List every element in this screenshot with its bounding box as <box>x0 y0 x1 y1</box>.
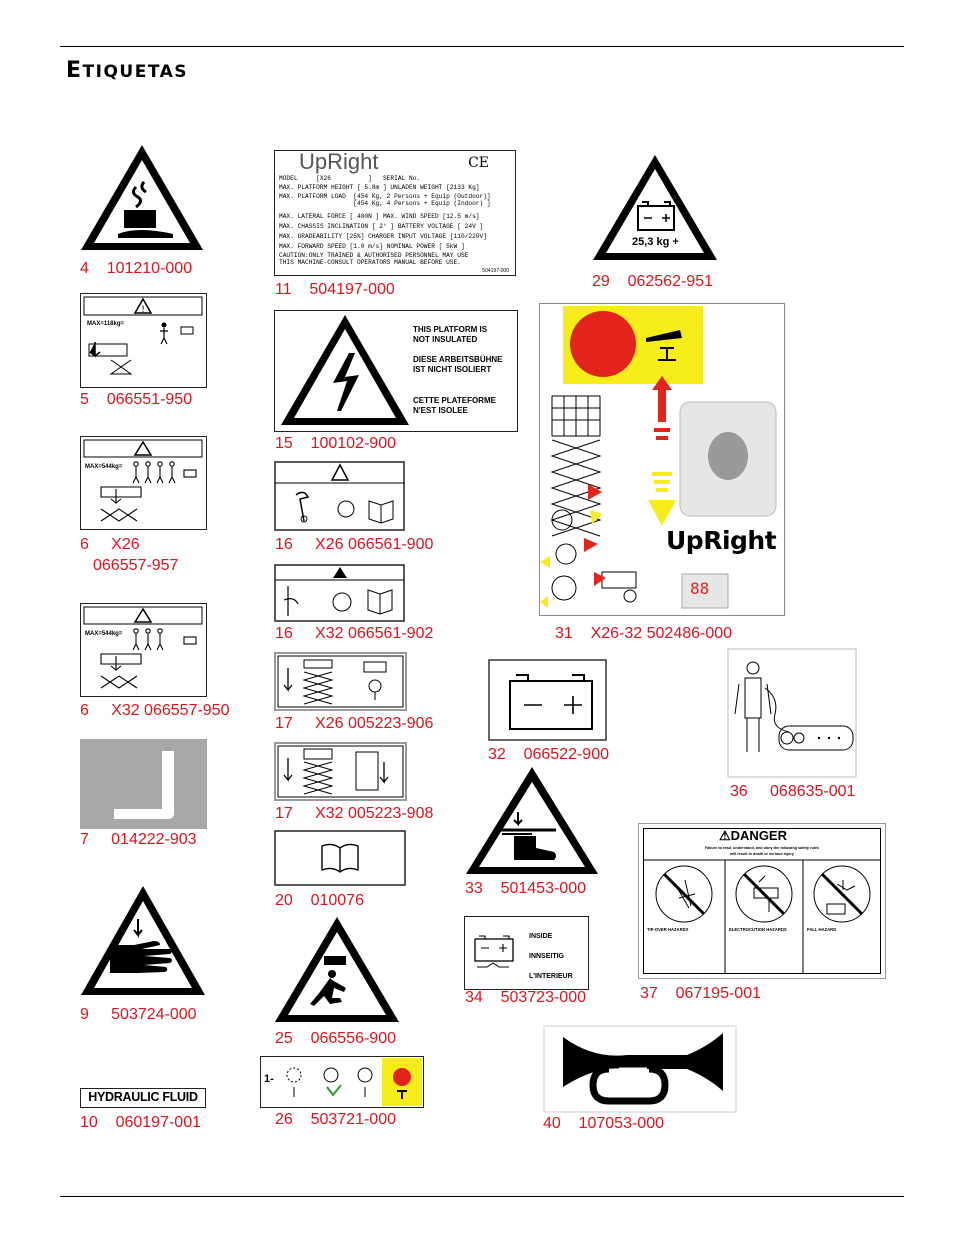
decal-15-label: 15 100102-900 <box>275 435 396 452</box>
decal-11-brand: UpRight <box>299 149 379 174</box>
decal-17-x32-lowering <box>274 742 407 801</box>
decal-15-fr-line2: N'EST ISOLEE <box>413 406 468 415</box>
decal-15-de-line1: DIESE ARBEITSBÜHNE <box>413 355 503 364</box>
decal-11-serial-plate: UpRight CE MODEL [X26 ] SERIAL No. MAX. … <box>274 149 516 276</box>
decal-26-step-number: 1- <box>264 1073 274 1085</box>
decal-15-de-line2: IST NICHT ISOLIERT <box>413 365 492 374</box>
decal-5-max-text: MAX=118kg= <box>87 321 125 327</box>
decal-9-crush-hand-triangle <box>81 886 205 995</box>
decal-34-line1: INSIDE <box>529 933 553 940</box>
decal-37-inner-border <box>643 828 881 974</box>
decal-36-harness-lanyard <box>727 648 857 778</box>
plate-row: [454 Kg, 4 Persons + Equip (Indoor) ] <box>279 200 491 207</box>
plate-row: MAX. CHASSIS INCLINATION [ 2° ] BATTERY … <box>279 223 484 230</box>
plate-row: MAX. LATERAL FORCE [ 400N ] MAX. WIND SP… <box>279 213 480 220</box>
plate-row: CAUTION:ONLY TRAINED & AUTHORISED PERSON… <box>279 252 469 259</box>
decal-37-label: 37 067195-001 <box>640 985 761 1002</box>
decal-6-x26-label: 6 X26 <box>80 536 140 553</box>
plate-row: MODEL [X26 ] SERIAL No. <box>279 175 421 182</box>
plate-row: MAX. PLATFORM HEIGHT [ 5.8m ] UNLADEN WE… <box>279 184 480 191</box>
decal-17-x26-lowering <box>274 652 407 711</box>
decal-32-battery <box>488 659 607 741</box>
decal-20-label: 20 010076 <box>275 892 364 909</box>
decal-36-label: 36 068635-001 <box>730 783 856 800</box>
decal-34-line3: L'INTERIEUR <box>529 973 573 980</box>
decal-11-plate-code: 504197-000 <box>482 268 509 274</box>
decal-5-max-load: ! MAX=118kg= <box>80 293 207 388</box>
decal-37-danger-word: DANGER <box>730 828 787 843</box>
decal-37-haz1: TIP-OVER HAZARDS <box>647 927 689 932</box>
decal-31-label: 31 X26-32 502486-000 <box>555 625 733 642</box>
decal-26-label: 26 503721-000 <box>275 1111 396 1128</box>
warning-icon: ⚠ <box>719 828 731 843</box>
decal-16-x32-read-manual <box>274 564 405 622</box>
decal-11-ce-mark: CE <box>468 155 489 171</box>
decal-31-brand: UpRight <box>666 526 777 555</box>
decal-10-hydraulic-fluid: HYDRAULIC FLUID <box>80 1088 206 1108</box>
decal-31-led-digits: 88 <box>690 579 710 598</box>
decal-29-label: 29 062562-951 <box>592 273 713 290</box>
decal-34-battery-inside: INSIDE INNSEITIG L'INTERIEUR <box>464 916 589 990</box>
plate-row: MAX. GRADEABILITY [25%] CHARGER INPUT VO… <box>279 233 487 240</box>
decal-37-danger: ⚠DANGER Failure to read, understand, and… <box>638 823 886 979</box>
decal-37-sub1: Failure to read, understand, and obey th… <box>704 846 820 850</box>
decal-15-text-fr: CETTE PLATEFORME N'EST ISOLEE <box>413 396 496 416</box>
decal-7-label: 7 014222-903 <box>80 831 197 848</box>
decal-34-text: INSIDE INNSEITIG L'INTERIEUR <box>529 927 573 987</box>
decal-34-line2: INNSEITIG <box>529 953 565 960</box>
decal-40-label: 40 107053-000 <box>543 1115 664 1132</box>
decal-16-x26-read-manual <box>274 461 405 531</box>
decal-31-control-panel: UpRight 88 <box>539 303 785 616</box>
decal-15-en-line2: NOT INSULATED <box>413 335 478 344</box>
decal-15-text-en: THIS PLATFORM IS NOT INSULATED <box>413 325 487 345</box>
svg-text:!: ! <box>141 305 145 315</box>
decal-25-label: 25 066556-900 <box>275 1030 396 1047</box>
decal-37-haz2: ELECTROCUTION HAZARDS <box>729 927 787 932</box>
decal-17-x32-label: 17 X32 005223-908 <box>275 805 434 822</box>
decal-4-battery-acid-triangle <box>81 145 203 250</box>
top-rule <box>60 46 904 47</box>
decal-15-text-de: DIESE ARBEITSBÜHNE IST NICHT ISOLIERT <box>413 355 503 375</box>
decal-33-label: 33 501453-000 <box>465 880 586 897</box>
decal-7-fork-symbol <box>80 739 207 829</box>
decal-9-label: 9 503724-000 <box>80 1006 197 1023</box>
decal-37-sub2: will result in death or serious injury <box>730 852 794 856</box>
decal-4-label: 4 101210-000 <box>80 260 193 277</box>
decal-26-control-strip: 1- <box>260 1056 424 1108</box>
decal-15-fr-line1: CETTE PLATEFORME <box>413 396 496 405</box>
plate-row: MAX. PLATFORM LOAD [454 Kg, 2 Persons + … <box>279 193 491 200</box>
decal-34-label: 34 503723-000 <box>465 989 586 1006</box>
plate-row: MAX. FORWARD SPEED [1.0 m/s] NOMINAL POW… <box>279 243 465 250</box>
decal-37-danger-header: ⚠DANGER <box>719 828 787 844</box>
decal-29-battery-weight-triangle <box>593 155 717 260</box>
decal-6-x32-label: 6 X32 066557-950 <box>80 702 230 719</box>
decal-6-x32-max-load: MAX=544kg= <box>80 603 207 697</box>
decal-5-label: 5 066551-950 <box>80 391 193 408</box>
decal-6-x26-max-load: MAX=544kg= <box>80 436 207 530</box>
decal-40-horn <box>543 1025 737 1113</box>
decal-6-x26-label-line2: 066557-957 <box>93 557 179 574</box>
plate-row: THIS MACHINE-CONSULT OPERATORS MANUAL BE… <box>279 259 461 266</box>
decal-10-label: 10 060197-001 <box>80 1114 201 1131</box>
decal-32-label: 32 066522-900 <box>488 746 609 763</box>
decal-11-label: 11 504197-000 <box>275 281 395 298</box>
page-title: ETIQUETAS <box>66 58 188 83</box>
decal-6-x32-max-text: MAX=544kg= <box>85 631 123 637</box>
decal-15-not-insulated: THIS PLATFORM IS NOT INSULATED DIESE ARB… <box>274 310 518 432</box>
decal-37-haz3: FALL HAZARD <box>807 927 837 932</box>
decal-16-x32-label: 16 X32 066561-902 <box>275 625 434 642</box>
decal-25-fall-person-triangle <box>275 917 399 1022</box>
decal-10-text: HYDRAULIC FLUID <box>88 1090 198 1104</box>
decal-15-en-line1: THIS PLATFORM IS <box>413 325 488 334</box>
decal-6-x26-max-text: MAX=544kg= <box>85 464 123 470</box>
decal-20-manual-book <box>274 830 406 886</box>
bottom-rule <box>60 1196 904 1197</box>
decal-29-weight-text: 25,3 kg + <box>632 236 679 248</box>
decal-16-x26-label: 16 X26 066561-900 <box>275 536 434 553</box>
decal-17-x26-label: 17 X26 005223-906 <box>275 715 434 732</box>
decal-33-crush-foot-triangle <box>466 767 598 874</box>
